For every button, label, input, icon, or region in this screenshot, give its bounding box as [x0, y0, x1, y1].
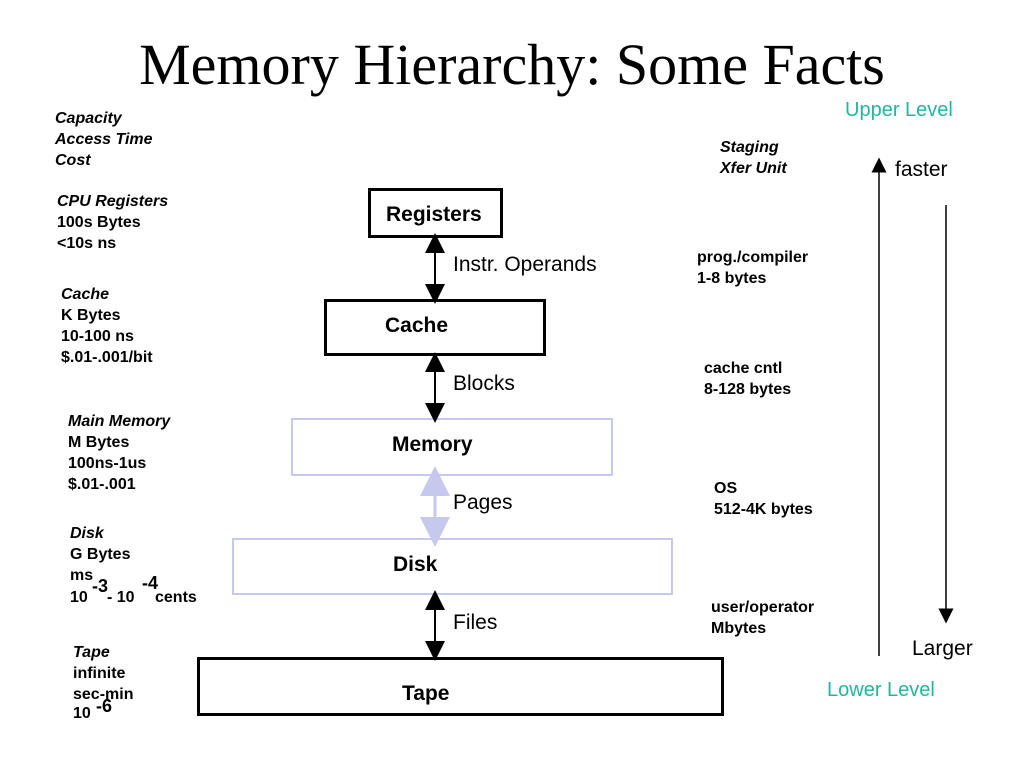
- info-tape: Tape infinite sec-min: [73, 642, 133, 705]
- info-registers: CPU Registers 100s Bytes <10s ns: [57, 191, 168, 254]
- xfer-cache-unit: 8-128 bytes: [704, 381, 792, 398]
- info-disk-name: Disk: [70, 525, 104, 542]
- info-registers-name: CPU Registers: [57, 193, 169, 210]
- instr-operands-label: Instr. Operands: [453, 253, 597, 276]
- legend-right: Staging Xfer Unit: [720, 137, 787, 179]
- info-disk-cost-base: 10: [70, 589, 88, 606]
- xfer-cache: cache cntl 8-128 bytes: [704, 358, 791, 400]
- info-disk-cost-sep: - 10: [107, 589, 135, 606]
- xfer-disk-staging: user/operator: [711, 599, 815, 616]
- info-disk-time-exp: -3: [92, 576, 109, 596]
- upper-level-label: Upper Level: [845, 99, 953, 121]
- xfer-registers-unit: 1-8 bytes: [697, 270, 767, 287]
- files-label: Files: [453, 611, 498, 634]
- info-disk-cost-exp: -4: [142, 573, 159, 593]
- info-memory-name: Main Memory: [68, 413, 171, 430]
- xfer-cache-staging: cache cntl: [704, 360, 783, 377]
- legend-left: Capacity Access Time Cost: [55, 108, 153, 171]
- info-cache: Cache K Bytes 10-100 ns $.01-.001/bit: [61, 284, 153, 368]
- registers-box: Registers: [368, 188, 503, 238]
- info-registers-capacity: 100s Bytes: [57, 214, 141, 231]
- memory-box: Memory: [291, 418, 613, 476]
- legend-cost: Cost: [55, 152, 91, 169]
- info-tape-name: Tape: [73, 644, 110, 661]
- xfer-disk-unit: Mbytes: [711, 620, 767, 637]
- info-disk-capacity: G Bytes: [70, 546, 131, 563]
- info-disk: Disk G Bytes: [70, 523, 130, 565]
- info-disk-cost-unit: cents: [155, 589, 197, 606]
- info-memory-time: 100ns-1us: [68, 455, 147, 472]
- faster-label: faster: [895, 158, 948, 181]
- cache-box: Cache: [324, 299, 546, 356]
- legend-access-time: Access Time: [55, 131, 153, 148]
- lower-level-label: Lower Level: [827, 679, 935, 701]
- legend-capacity: Capacity: [55, 110, 122, 127]
- info-cache-capacity: K Bytes: [61, 307, 121, 324]
- info-tape-time: sec-min: [73, 686, 134, 703]
- cache-box-label: Cache: [385, 314, 449, 337]
- blocks-label: Blocks: [453, 372, 515, 395]
- info-registers-time: <10s ns: [57, 235, 117, 252]
- legend-staging: Staging: [720, 139, 779, 156]
- tape-box: Tape: [197, 657, 724, 716]
- xfer-registers: prog./compiler 1-8 bytes: [697, 247, 808, 289]
- xfer-memory: OS 512-4K bytes: [714, 478, 813, 520]
- pages-label: Pages: [453, 491, 513, 514]
- info-tape-capacity: infinite: [73, 665, 126, 682]
- registers-box-label: Registers: [386, 203, 482, 226]
- info-disk-time: ms: [70, 567, 94, 584]
- xfer-registers-staging: prog./compiler: [697, 249, 809, 266]
- info-cache-cost: $.01-.001/bit: [61, 349, 153, 366]
- legend-xfer-unit: Xfer Unit: [720, 160, 787, 177]
- info-tape-cost-exp: -6: [96, 696, 113, 716]
- info-memory: Main Memory M Bytes 100ns-1us $.01-.001: [68, 411, 170, 495]
- tape-box-label: Tape: [402, 682, 450, 705]
- memory-box-label: Memory: [392, 433, 473, 456]
- xfer-memory-staging: OS: [714, 480, 738, 497]
- disk-box: Disk: [232, 538, 673, 595]
- page-title: Memory Hierarchy: Some Facts: [139, 32, 885, 97]
- disk-box-label: Disk: [393, 553, 438, 576]
- xfer-disk: user/operator Mbytes: [711, 597, 814, 639]
- larger-label: Larger: [912, 637, 973, 660]
- info-memory-cost: $.01-.001: [68, 476, 136, 493]
- info-cache-name: Cache: [61, 286, 110, 303]
- info-cache-time: 10-100 ns: [61, 328, 134, 345]
- xfer-memory-unit: 512-4K bytes: [714, 501, 813, 518]
- info-tape-cost-base: 10: [73, 705, 91, 722]
- info-memory-capacity: M Bytes: [68, 434, 130, 451]
